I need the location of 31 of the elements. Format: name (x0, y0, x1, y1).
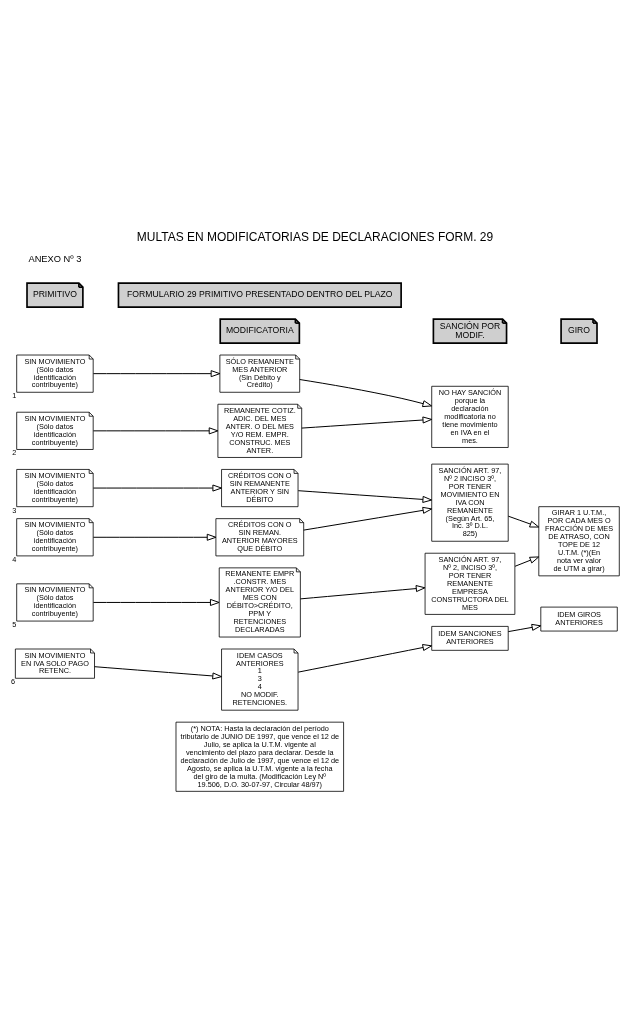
node-label: 1 (12, 390, 17, 400)
arrow (92, 533, 217, 541)
node-label: 6 (11, 676, 16, 686)
arrow (92, 369, 221, 377)
node-label: 4 (12, 554, 17, 564)
arrow (300, 584, 426, 599)
arrow (297, 643, 433, 673)
arrow (507, 623, 542, 632)
node-box: FORMULARIO 29 PRIMITIVO PRESENTADO DENTRO DEL PLAZO (117, 281, 402, 308)
arrow (301, 415, 433, 429)
arrow (507, 515, 540, 528)
label: ANEXO Nº 3 (28, 253, 82, 264)
node-label: 5 (12, 619, 17, 629)
node-box: IDEM SANCIONES ANTERIORES (431, 625, 509, 651)
node-box: (*) NOTA: Hasta la declaración del período tributario de JUNIO DE 1997, que vence el 12 de Julio, se aplica la U.T.M. vigente al vencimiento del plazo para declarar. Desde la declaración de Julio de 1997, que vence el 12 de Agosto, se aplica la U.T.M. vigente a la fecha del giro de la multa. (Modificación Ley Nº 19.506, D.O. 30-07-97, Circular 48/97) (175, 721, 344, 792)
arrow (92, 426, 219, 434)
arrow (92, 484, 223, 492)
arrow (303, 506, 433, 531)
node-label: 2 (12, 447, 17, 457)
node-box: SANCIÓN ART. 97, Nº 2 INCISO 3º, POR TENER MOVIMIENTO EN IVA CON REMANENTE (Según Art. 65, Inc. 3º D.L. 825) (431, 463, 509, 542)
arrow (94, 665, 222, 679)
arrow (92, 598, 220, 606)
arrow (299, 378, 433, 407)
arrow (514, 555, 540, 567)
node-box: IDEM GIROS ANTERIORES (540, 606, 618, 631)
node-box: NO HAY SANCIÓN porque la declaración modificatoria no tiene movimiento en IVA en el mes. (431, 385, 509, 448)
node-box: SANCIÓN ART. 97, Nº 2, INCISO 3º, POR TENER REMANENTE EMPRESA CONSTRUCTORA DEL MES (424, 552, 516, 615)
diagram-title: MULTAS EN MODIFICATORIAS DE DECLARACIONES FORM. 29 (136, 229, 494, 244)
node-label: 3 (12, 505, 17, 515)
node-box: GIRAR 1 U.T.M., POR CADA MES O FRACCIÓN DE MES DE ATRASO, CON TOPE DE 12 U.T.M. (*)(En nota ver valor de UTM a girar) (538, 505, 620, 576)
arrow (297, 489, 433, 503)
